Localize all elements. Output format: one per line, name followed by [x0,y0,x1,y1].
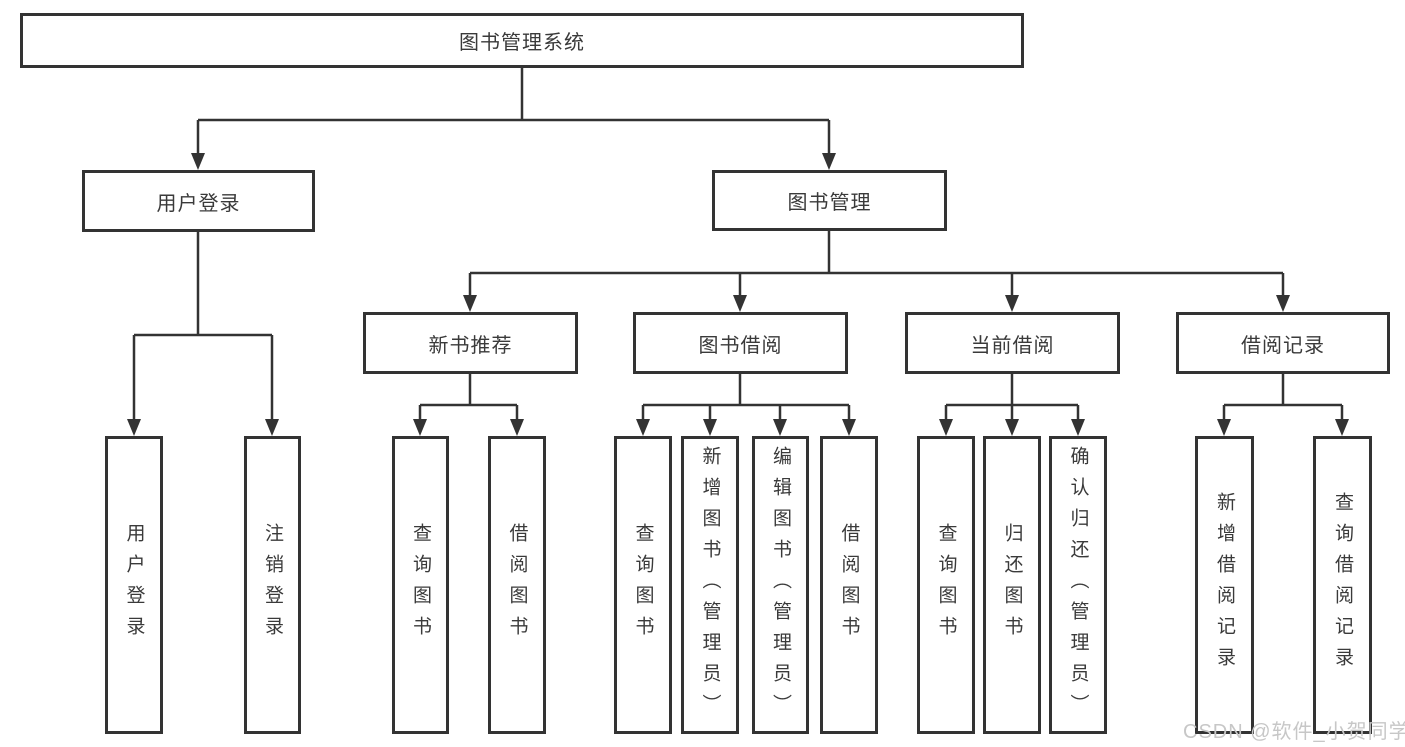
node-borrowing-records: 借阅记录 [1176,312,1390,374]
node-current-borrowing: 当前借阅 [905,312,1120,374]
leaf-user-login: 用户登录 [105,436,163,734]
node-new-book-recommendation: 新书推荐 [363,312,578,374]
leaf-query-books-borrow: 查询图书 [614,436,672,734]
watermark: CSDN @软件_小贺同学 [1183,721,1405,743]
leaf-add-borrow-record: 新增借阅记录 [1195,436,1254,734]
leaf-add-books-admin: 新增图书（管理员） [681,436,739,734]
leaf-return-books: 归还图书 [983,436,1041,734]
leaf-logout: 注销登录 [244,436,301,734]
leaf-query-books-current: 查询图书 [917,436,975,734]
leaf-query-books-recommend: 查询图书 [392,436,449,734]
node-book-borrowing: 图书借阅 [633,312,848,374]
node-root: 图书管理系统 [20,13,1024,68]
leaf-confirm-return-admin: 确认归还（管理员） [1049,436,1107,734]
leaf-borrow-books-recommend: 借阅图书 [488,436,546,734]
leaf-query-borrow-record: 查询借阅记录 [1313,436,1372,734]
leaf-edit-books-admin: 编辑图书（管理员） [752,436,809,734]
node-user-login: 用户登录 [82,170,315,232]
leaf-borrow-books: 借阅图书 [820,436,878,734]
node-book-management: 图书管理 [712,170,947,231]
